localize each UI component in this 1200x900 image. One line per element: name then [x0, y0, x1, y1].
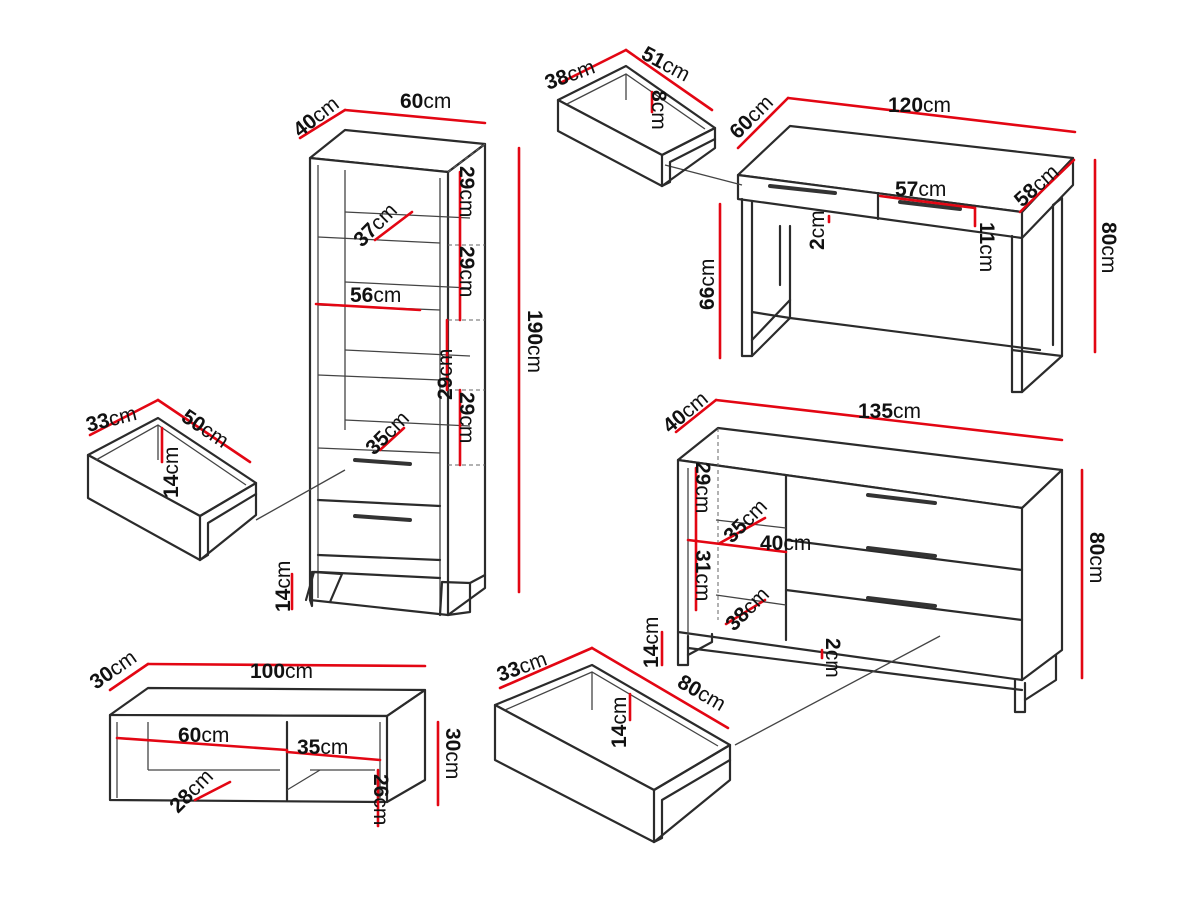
shelf-drawer-height-label: 14cm [160, 447, 183, 498]
desk-width-label: 120cm [888, 94, 951, 117]
dresser-upper-gap-label: 29cm [691, 462, 714, 513]
desk-drawing [664, 96, 1097, 394]
tall-shelf-drawing [290, 108, 521, 617]
dresser-compartment-width-label: 40cm [760, 532, 811, 555]
dresser-depth-label: 40cm [658, 387, 712, 438]
tv-bench-right-compartment-label: 35cm [297, 736, 348, 759]
tall-shelf-inner-width-label: 56cm [350, 284, 401, 307]
tall-shelf-width-label: 60cm [400, 90, 451, 113]
tv-bench-left-compartment-label: 60cm [178, 724, 229, 747]
tv-bench-width-label: 100cm [250, 660, 313, 683]
tall-shelf-gap-3-label: 29cm [434, 349, 457, 400]
dresser-leg-height-label: 14cm [640, 617, 663, 668]
dresser-width-label: 135cm [858, 400, 921, 423]
desk-top-thickness-label: 2cm [806, 210, 829, 250]
tv-bench-height-label: 30cm [441, 728, 464, 779]
tall-shelf-leg-height-label: 14cm [272, 561, 295, 612]
dresser-drawer-drawing [493, 646, 732, 844]
shelf-drawer-drawing [86, 398, 346, 562]
dresser-top-thickness-label: 2cm [821, 638, 844, 678]
desk-drawer-drawing [556, 48, 717, 188]
tall-shelf-gap-2-label: 29cm [455, 246, 478, 297]
dresser-lower-gap-label: 31cm [691, 550, 714, 601]
tall-shelf-gap-1-label: 29cm [455, 166, 478, 217]
desk-height-label: 80cm [1097, 222, 1120, 273]
desk-drawer-height-label: 8cm [647, 90, 670, 130]
dresser-drawing [660, 398, 1084, 746]
tv-bench-drawing [108, 662, 440, 828]
tv-bench-inner-height-label: 26cm [369, 774, 392, 825]
desk-drawer-height-dimension-label: 11cm [975, 222, 998, 272]
tall-shelf-gap-4-label: 29cm [455, 392, 478, 443]
dresser-drawer-height-label: 14cm [608, 697, 631, 748]
desk-drawer-width-dimension-label: 57cm [895, 178, 946, 201]
dresser-height-label: 80cm [1085, 532, 1108, 583]
tall-shelf-height-label: 190cm [523, 310, 546, 373]
dresser-drawer-width-label: 80cm [674, 670, 730, 716]
desk-leg-clearance-label: 66cm [696, 259, 719, 310]
dresser-drawer-depth-label: 33cm [494, 648, 550, 687]
